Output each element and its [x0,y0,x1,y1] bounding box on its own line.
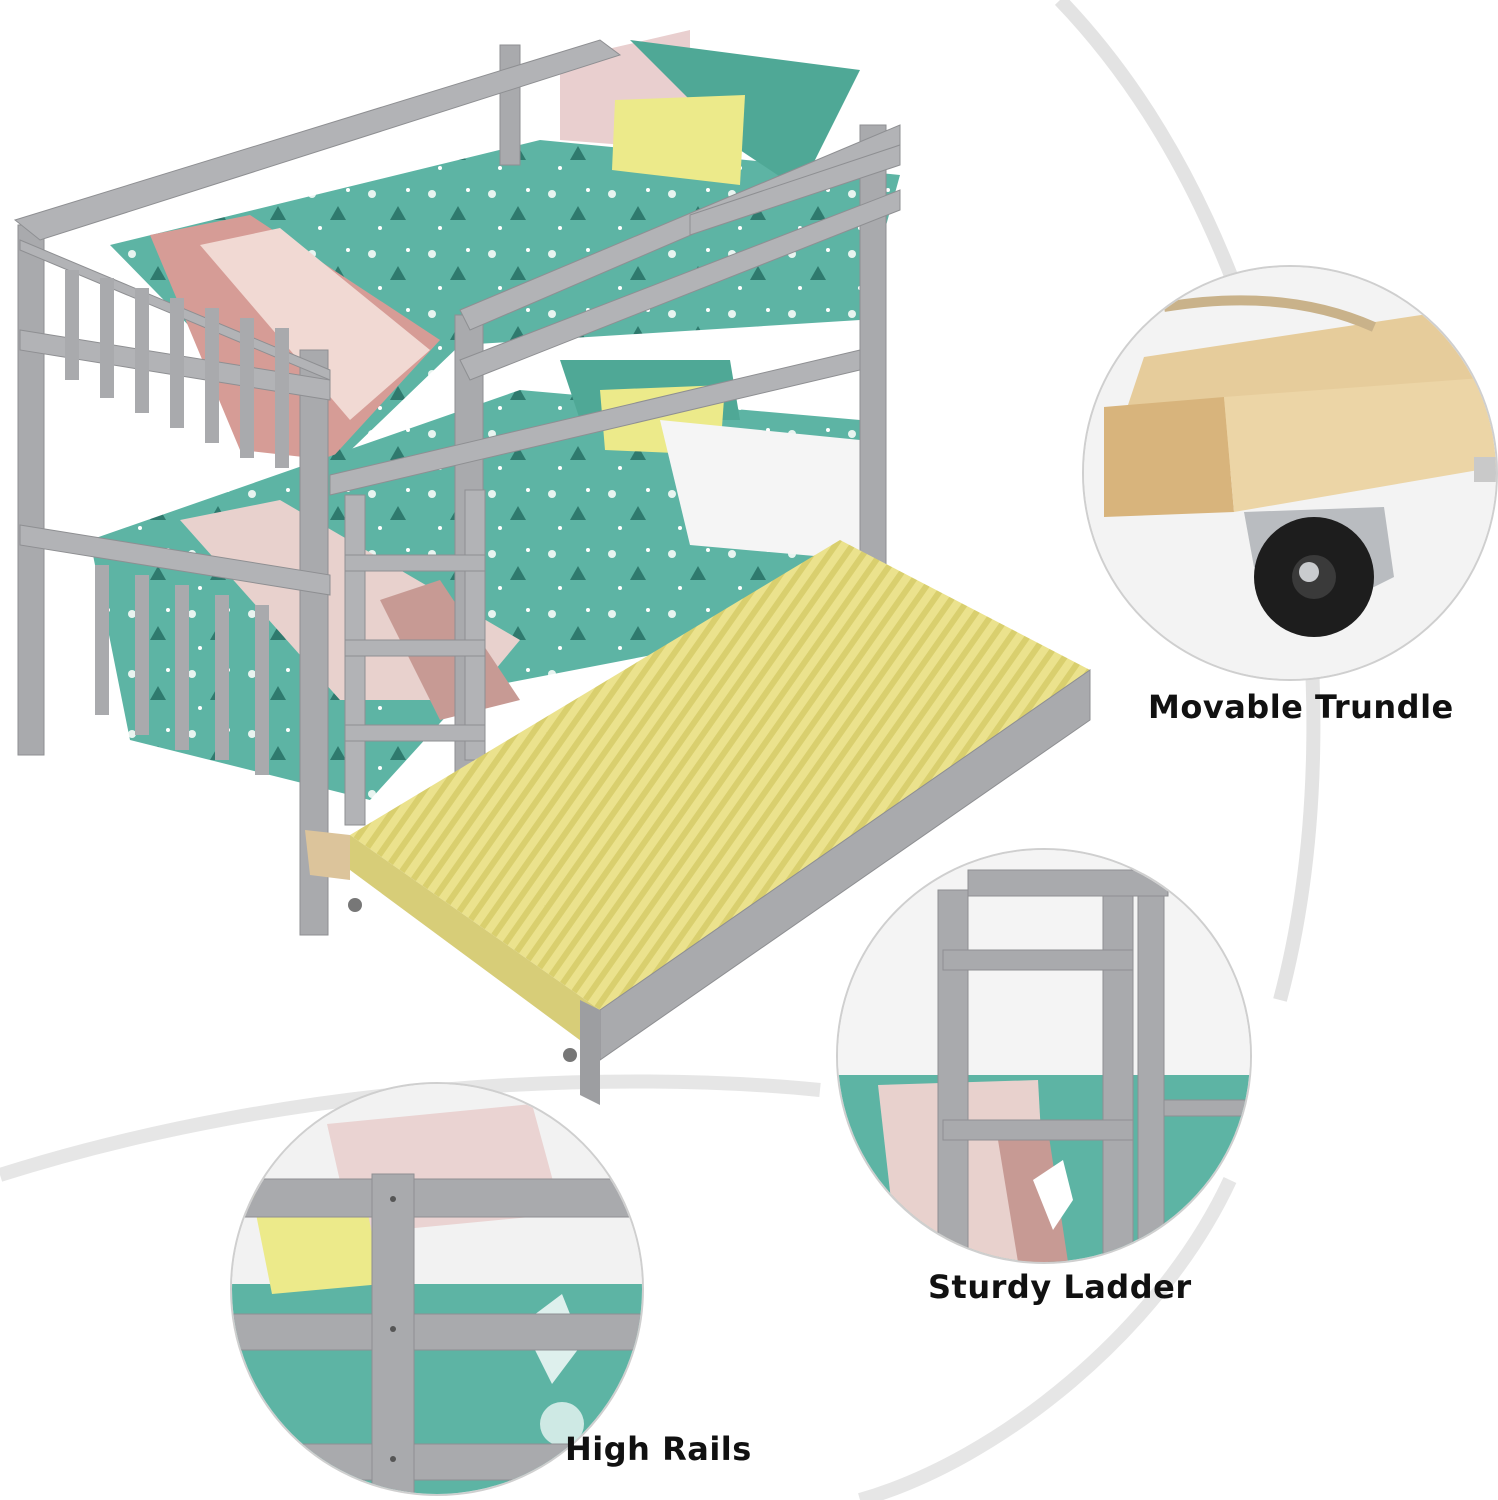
ladder-icon [838,850,1250,1262]
trundle-caption: Movable Trundle [1148,688,1454,726]
ladder-caption: Sturdy Ladder [928,1268,1192,1306]
ladder-detail-callout [836,848,1252,1264]
rails-caption: High Rails [565,1430,752,1468]
rails-detail-callout [230,1082,644,1496]
guard-rail-icon [232,1084,642,1494]
trundle-detail-callout [1082,265,1498,681]
caster-wheel-icon [1084,267,1496,679]
